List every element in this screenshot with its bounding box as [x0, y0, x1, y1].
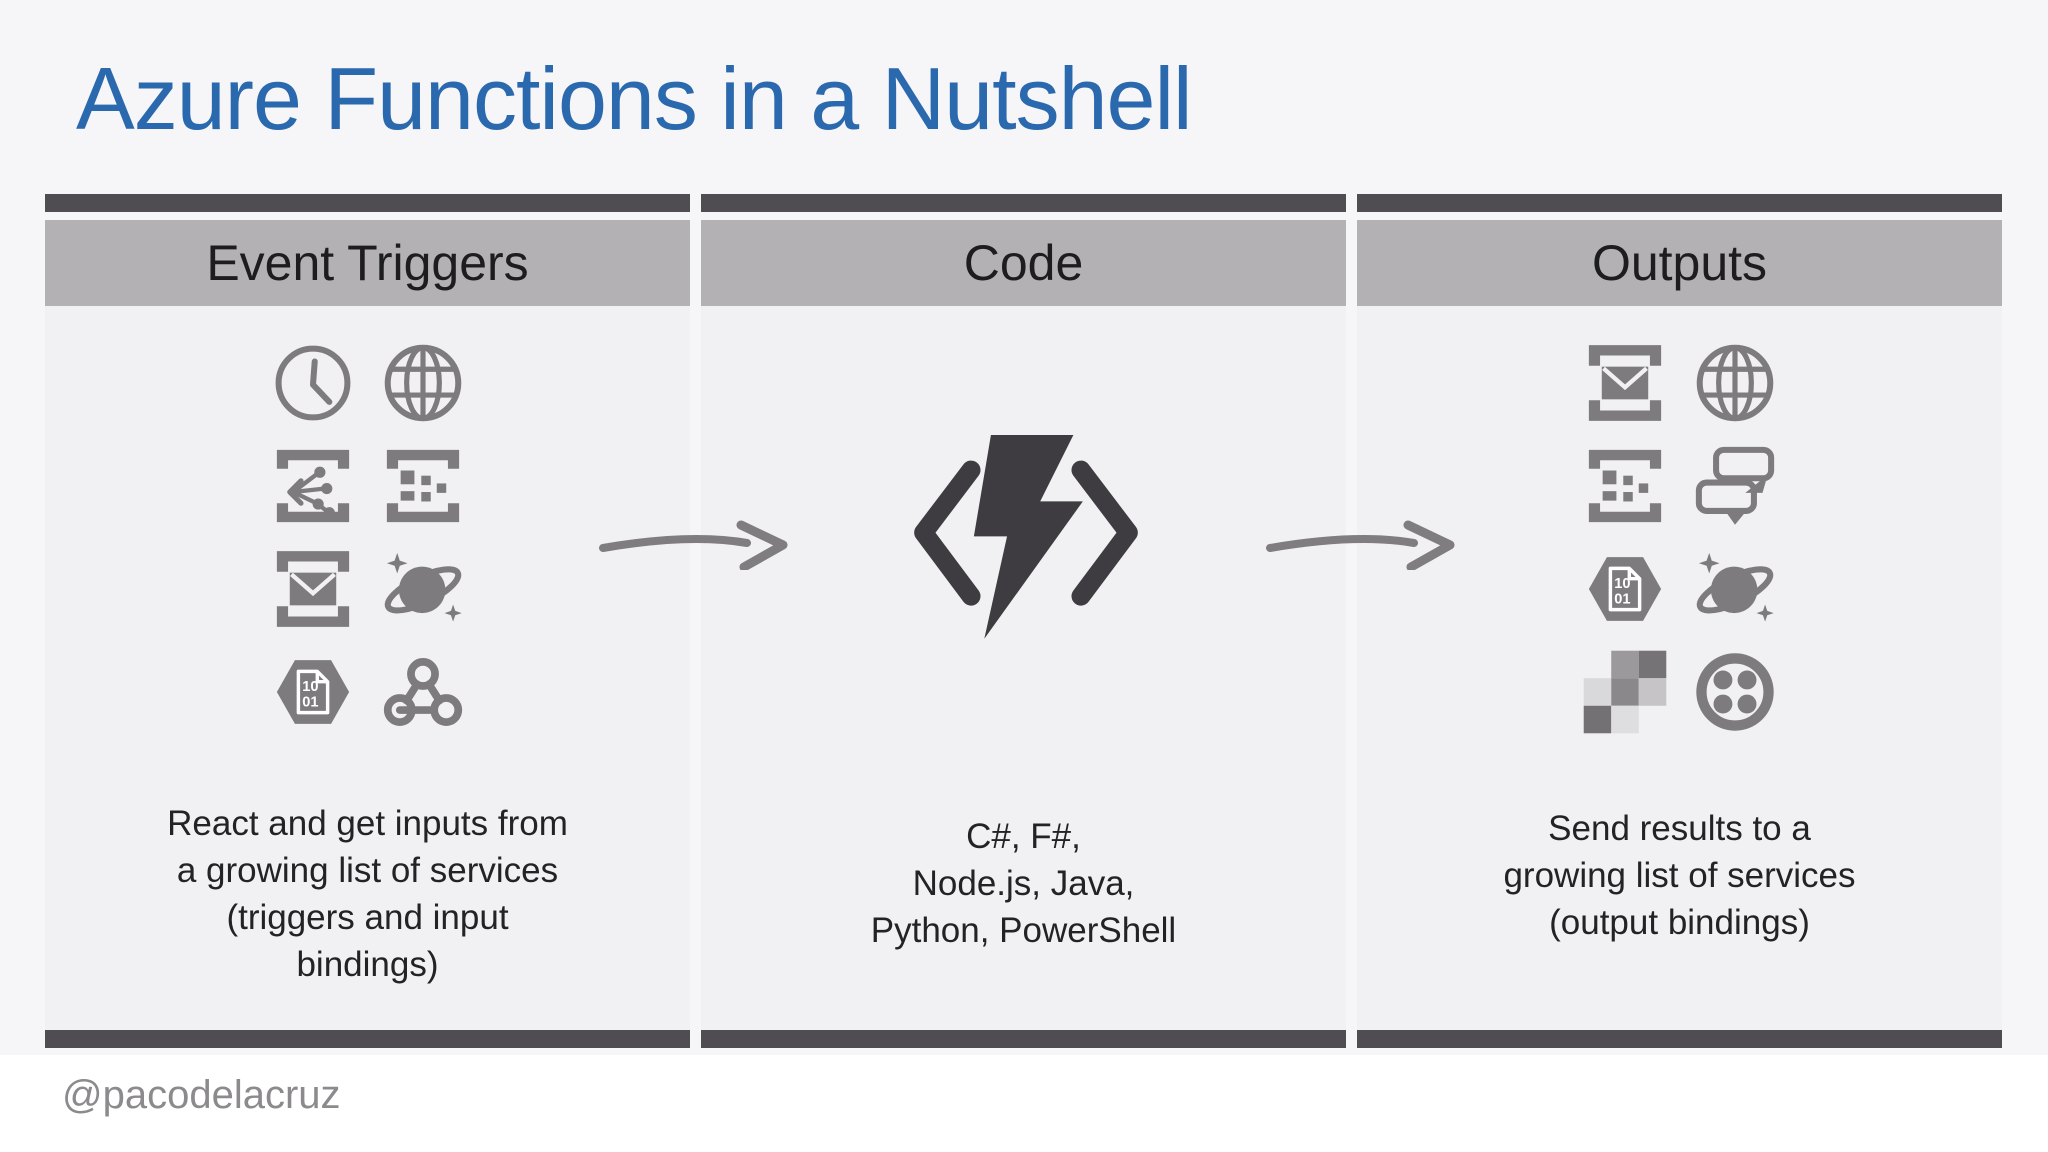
panel-description: React and get inputs from a growing list…	[45, 800, 690, 988]
panel-top-accent-bar	[45, 194, 690, 212]
panel-top-accent-bar	[1357, 194, 2002, 212]
panel-header: Event Triggers	[45, 220, 690, 306]
panel-header: Code	[701, 220, 1346, 306]
bot-chat-bubbles-icon	[1692, 443, 1778, 529]
panel-header: Outputs	[1357, 220, 2002, 306]
panel-bottom-accent-bar	[45, 1030, 690, 1048]
panel-description: C#, F#, Node.js, Java, Python, PowerShel…	[701, 813, 1346, 954]
description-line: Python, PowerShell	[870, 911, 1177, 950]
flow-arrow-triggers-to-code-icon	[595, 510, 795, 570]
page-title: Azure Functions in a Nutshell	[76, 49, 1193, 148]
trigger-icon-grid	[270, 340, 466, 735]
panel-body: React and get inputs from a growing list…	[45, 306, 690, 1030]
description-line: (triggers and input	[226, 898, 509, 937]
event-grid-icon	[270, 443, 356, 529]
twilio-dots-icon	[1692, 649, 1778, 735]
flow-arrow-code-to-outputs-icon	[1262, 510, 1462, 570]
panel-description: Send results to a growing list of servic…	[1357, 805, 2002, 946]
panel-outputs: Outputs Send results to a growing list o…	[1357, 194, 2002, 1048]
sendgrid-pixel-grid-icon	[1582, 649, 1668, 735]
queue-storage-icon	[1582, 443, 1668, 529]
panel-bottom-accent-bar	[701, 1030, 1346, 1048]
panel-body: C#, F#, Node.js, Java, Python, PowerShel…	[701, 306, 1346, 1030]
panel-event-triggers: Event Triggers React and get inputs from…	[45, 194, 690, 1048]
azure-functions-bolt-icon	[912, 435, 1140, 653]
panel-top-accent-bar	[701, 194, 1346, 212]
description-line: bindings)	[296, 945, 439, 984]
description-line: Node.js, Java,	[912, 864, 1135, 903]
cosmos-db-icon	[380, 546, 466, 632]
http-globe-icon	[380, 340, 466, 426]
panel-code: Code C#, F#, Node.js, Java, Python, Powe…	[701, 194, 1346, 1048]
output-icon-grid	[1582, 340, 1778, 735]
event-hubs-icon	[1582, 546, 1668, 632]
description-line: C#, F#,	[966, 817, 1081, 856]
description-line: Send results to a	[1548, 809, 1811, 848]
http-globe-icon	[1692, 340, 1778, 426]
description-line: React and get inputs from	[167, 804, 568, 843]
service-bus-icon	[270, 546, 356, 632]
queue-storage-icon	[380, 443, 466, 529]
webhook-icon	[380, 649, 466, 735]
description-line: (output bindings)	[1549, 903, 1810, 942]
event-hubs-icon	[270, 649, 356, 735]
azure-functions-logo-wrap	[912, 435, 1140, 653]
timer-clock-icon	[270, 340, 356, 426]
panel-bottom-accent-bar	[1357, 1030, 2002, 1048]
service-bus-icon	[1582, 340, 1668, 426]
description-line: growing list of services	[1503, 856, 1856, 895]
twitter-handle: @pacodelacruz	[62, 1073, 341, 1117]
description-line: a growing list of services	[176, 851, 559, 890]
cosmos-db-icon	[1692, 546, 1778, 632]
panel-body: Send results to a growing list of servic…	[1357, 306, 2002, 1030]
footer-strip: @pacodelacruz	[0, 1055, 2048, 1152]
